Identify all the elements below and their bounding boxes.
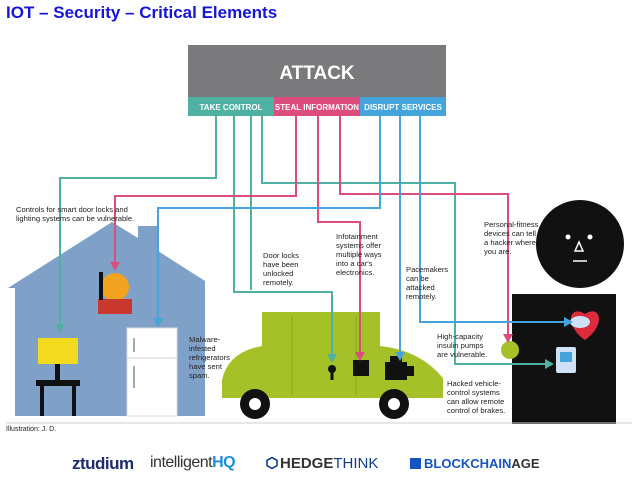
fridge-handle [133,338,135,352]
steal-information-lines [114,116,509,356]
lamp-shade [38,338,78,364]
lamp-table [36,380,80,386]
intelligenthq-logo-part: intelligent [150,454,213,471]
attack-box [188,45,446,97]
caption-vehicle: Hacked vehicle- control systems can allo… [447,379,507,415]
take-control-box [188,97,274,116]
hexagon-icon [266,457,278,469]
car-hubcap [388,398,400,410]
hedgethink-logo-think: THINK [333,455,379,472]
blockchain-square-icon [410,458,421,469]
person-eye [587,234,593,240]
steal-information-arrowheads [110,262,513,361]
disrupt-services-lines [157,116,566,356]
ztudium-logo[interactable]: ztudium [72,454,134,473]
page-title: IOT – Security – Critical Elements [6,3,278,22]
lamp-table-leg [72,386,76,416]
keyhole-slot [330,371,334,380]
person-eye [565,234,571,240]
caption-door-locks: Door locks have been unlocked remotely. [263,251,301,287]
alarm-base [98,299,132,314]
caption-insulin: High-capacity insulin pumps are vulnerab… [437,332,487,359]
intelligenthq-logo[interactable]: intelligentHQ [150,454,236,472]
alarm-post [99,272,103,300]
take-control-label: TAKE CONTROL [200,103,263,112]
lamp-table-leg [40,386,44,416]
steal-information-box [274,97,360,116]
keyhole-icon [328,365,336,373]
disrupt-services-box [360,97,446,116]
lamp-stem [55,364,60,380]
fridge-handle [133,366,135,388]
steal-information-label: STEAL INFORMATION [275,103,359,112]
caption-malware: Malware- infested refrigerators have sen… [189,335,232,380]
engine-block [385,362,407,380]
blockchainage-logo-age: AGE [511,456,540,471]
caption-pacemakers: Pacemakers can be attacked remotely. [406,265,450,301]
pacemaker-icon [570,316,590,328]
caption-infotainment: Infotainment systems offer multiple ways… [336,232,384,277]
refrigerator [126,327,178,417]
caption-fitness: Personal-fitness devices can tell a hack… [484,220,541,256]
illustration-credit: Illustration: J. D. [6,426,57,433]
insulin-pump-icon [501,341,519,359]
caption-door-lights: Controls for smart door locks and lighti… [16,205,134,223]
person-nose [573,240,585,252]
hedgethink-logo-hedge: HEDGE [280,455,334,472]
fitness-device-screen [560,352,572,362]
disrupt-services-label: DISRUPT SERVICES [364,103,442,112]
engine-part [390,356,402,362]
take-control-arrowheads [55,324,554,369]
alarm-bell [101,273,129,301]
infotainment-unit [353,360,369,376]
engine-part [407,366,414,376]
car-hubcap [249,398,261,410]
hedgethink-logo[interactable]: HEDGETHINK [266,455,378,472]
blockchainage-logo[interactable]: BLOCKCHAINAGE [410,456,540,471]
attack-heading: ATTACK [279,63,355,84]
intelligenthq-logo-hq: HQ [212,454,236,471]
partner-logos: ztudium intelligentHQ HEDGETHINK BLOCKCH… [0,448,638,478]
disrupt-services-arrowheads [153,317,573,361]
blockchainage-logo-blockchain: BLOCKCHAIN [424,456,512,471]
